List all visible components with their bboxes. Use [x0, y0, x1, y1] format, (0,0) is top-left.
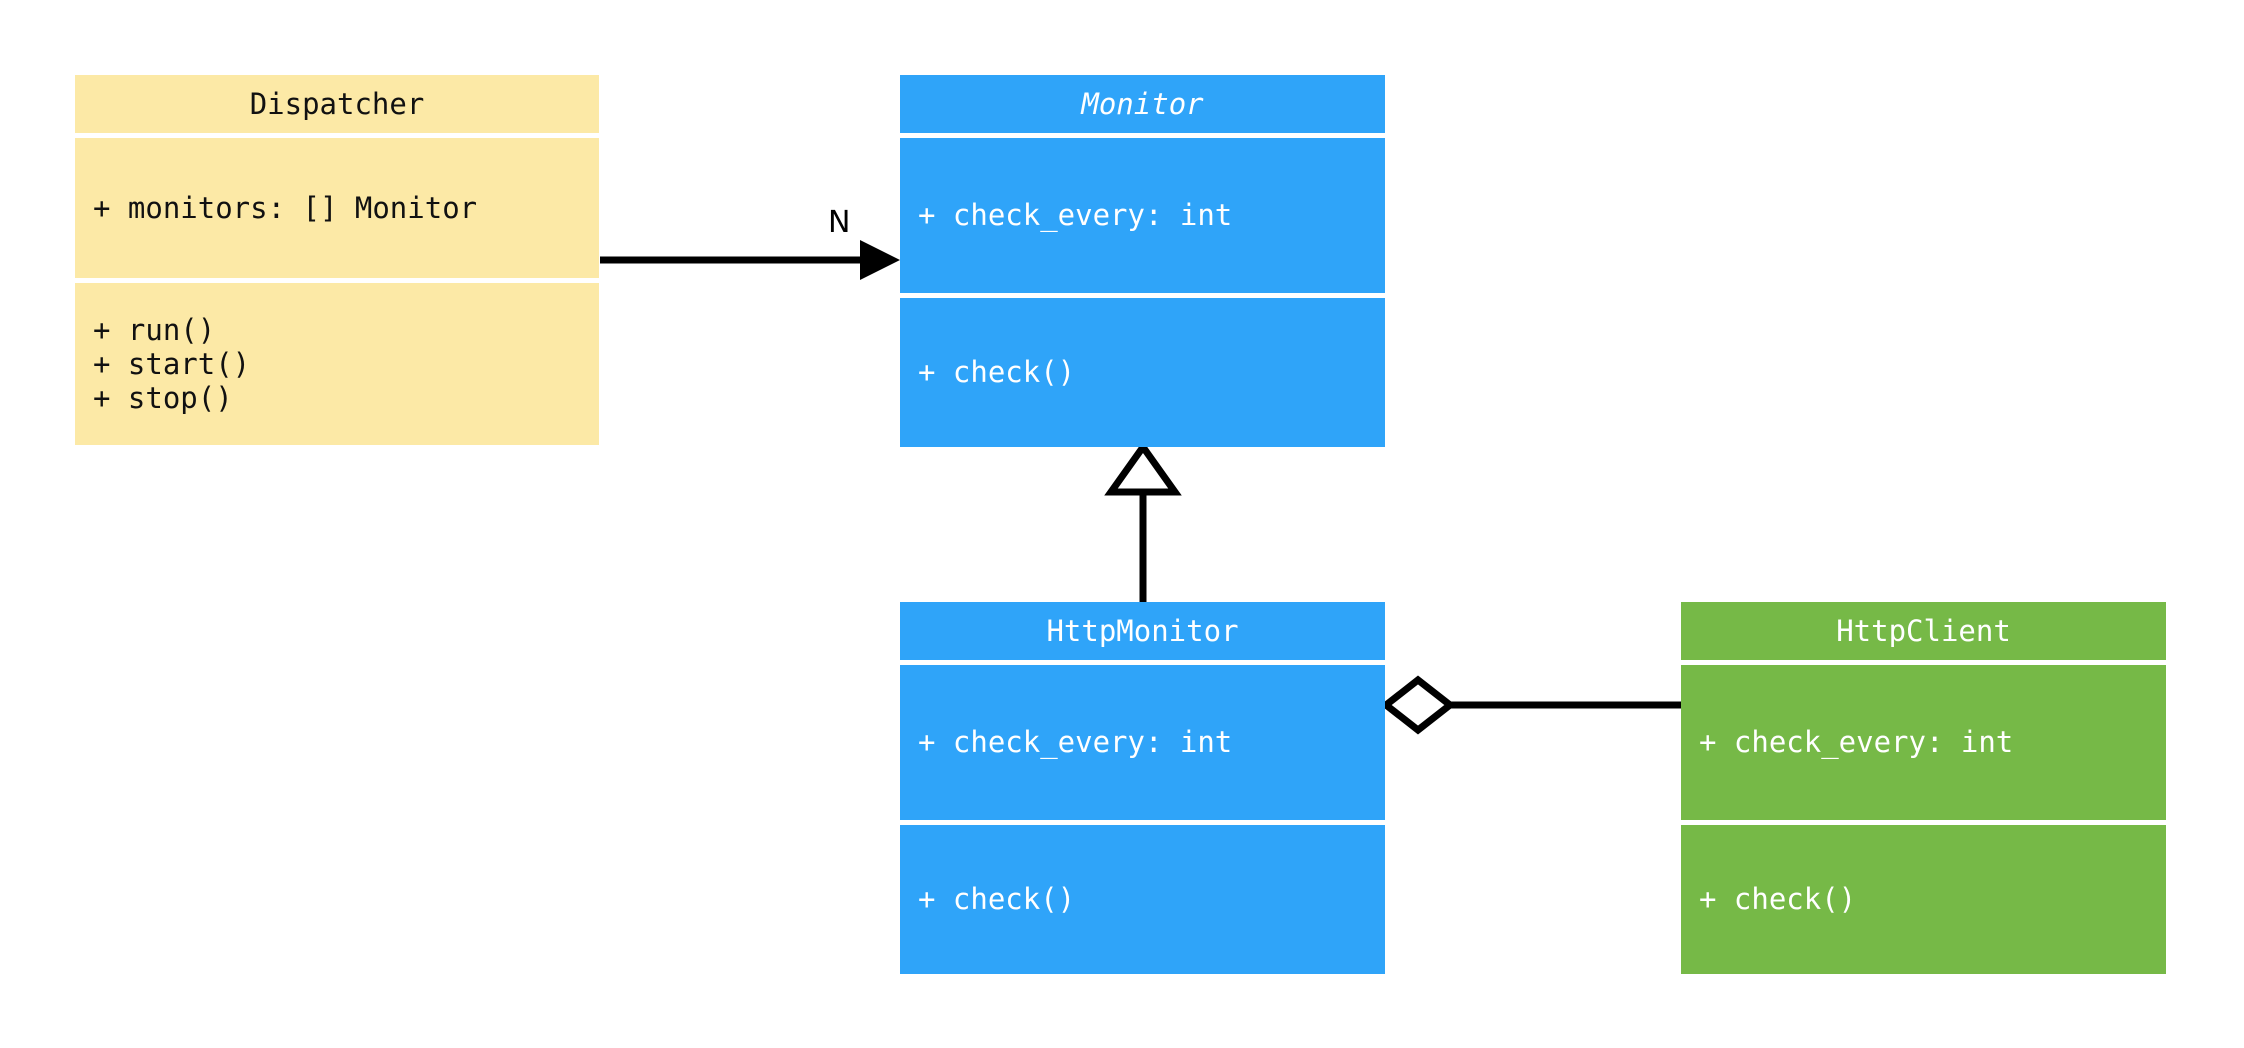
class-attributes-monitor: + check_every: int — [900, 138, 1385, 293]
class-title-monitor: Monitor — [900, 75, 1385, 133]
edge-httpmonitor-inherits-monitor — [1104, 440, 1182, 602]
hollow-triangle-arrowhead-icon — [1104, 440, 1182, 496]
edge-httpmonitor-aggregates-httpclient — [1380, 675, 1681, 735]
uml-class-httpclient[interactable]: HttpClient + check_every: int + check() — [1681, 602, 2166, 974]
association-multiplicity-label: N — [828, 205, 851, 240]
attribute-row: + check_every: int — [1699, 725, 2014, 760]
method-row: + run() — [93, 312, 216, 347]
class-title-dispatcher: Dispatcher — [75, 75, 599, 133]
class-methods-monitor: + check() — [900, 298, 1385, 447]
uml-class-httpmonitor[interactable]: HttpMonitor + check_every: int + check() — [900, 602, 1385, 974]
class-attributes-httpclient: + check_every: int — [1681, 665, 2166, 820]
attribute-row: + check_every: int — [918, 725, 1233, 760]
method-row: + check() — [918, 355, 1076, 390]
method-row: + start() — [93, 346, 251, 381]
class-title-httpclient: HttpClient — [1681, 602, 2166, 660]
filled-triangle-arrowhead-icon — [860, 240, 900, 280]
class-attributes-dispatcher: + monitors: [] Monitor — [75, 138, 599, 278]
uml-class-monitor[interactable]: Monitor + check_every: int + check() — [900, 75, 1385, 447]
class-attributes-httpmonitor: + check_every: int — [900, 665, 1385, 820]
attribute-row: + monitors: [] Monitor — [93, 190, 478, 225]
method-row: + check() — [918, 882, 1076, 917]
class-title-httpmonitor: HttpMonitor — [900, 602, 1385, 660]
edge-dispatcher-to-monitor — [600, 240, 900, 280]
uml-class-dispatcher[interactable]: Dispatcher + monitors: [] Monitor + run(… — [75, 75, 599, 445]
hollow-diamond-aggregation-icon — [1380, 675, 1456, 735]
class-methods-httpmonitor: + check() — [900, 825, 1385, 974]
method-row: + check() — [1699, 882, 1857, 917]
method-row: + stop() — [93, 381, 233, 416]
attribute-row: + check_every: int — [918, 198, 1233, 233]
class-methods-httpclient: + check() — [1681, 825, 2166, 974]
class-methods-dispatcher: + run() + start() + stop() — [75, 283, 599, 445]
